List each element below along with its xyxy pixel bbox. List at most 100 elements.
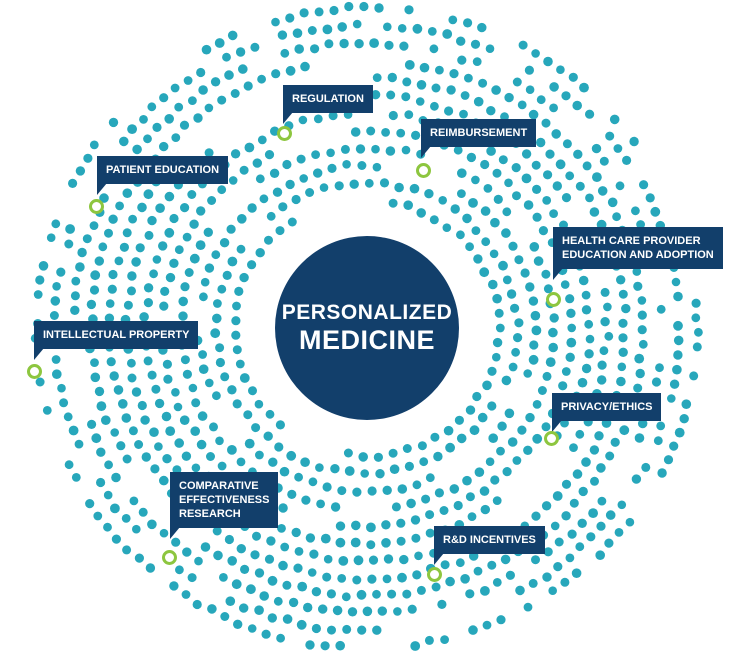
- dot: [590, 476, 599, 486]
- dot: [179, 415, 190, 426]
- dot: [193, 113, 203, 123]
- dot: [412, 480, 422, 490]
- dot: [357, 161, 367, 170]
- dot: [215, 436, 224, 446]
- dot: [108, 269, 118, 280]
- dot: [184, 268, 194, 277]
- dot: [479, 267, 490, 278]
- dot: [373, 452, 383, 462]
- dot: [565, 294, 575, 304]
- dot: [227, 556, 237, 566]
- dot: [159, 301, 169, 311]
- dot: [569, 443, 578, 452]
- dot: [565, 553, 575, 563]
- dot: [231, 579, 242, 590]
- dot: [528, 296, 539, 306]
- label-regulation-text: REGULATION: [292, 93, 364, 105]
- dot: [572, 469, 583, 479]
- dot: [265, 409, 275, 419]
- dot: [518, 40, 528, 50]
- dot: [259, 591, 270, 601]
- dot: [543, 284, 553, 294]
- dot: [217, 185, 227, 195]
- dot: [394, 182, 404, 193]
- dot: [487, 560, 497, 570]
- dot: [578, 275, 589, 286]
- dot: [477, 412, 488, 423]
- dot: [75, 262, 85, 272]
- dot: [410, 515, 421, 525]
- dot: [462, 475, 472, 486]
- dot: [605, 510, 616, 520]
- dot: [134, 553, 144, 563]
- dot: [128, 426, 138, 436]
- dot: [528, 578, 538, 588]
- dot: [468, 625, 478, 635]
- dot: [89, 285, 100, 295]
- dot: [307, 26, 317, 35]
- dot: [255, 450, 264, 460]
- dot: [609, 114, 620, 125]
- dot: [581, 457, 591, 467]
- dot: [267, 613, 277, 623]
- dot: [673, 335, 684, 346]
- dot: [285, 13, 295, 23]
- dot: [180, 282, 190, 292]
- dot: [52, 369, 62, 380]
- dot: [435, 65, 444, 75]
- dot: [181, 451, 192, 461]
- dot: [337, 486, 347, 496]
- dot: [222, 270, 232, 280]
- dot: [572, 100, 582, 111]
- dot: [416, 208, 427, 218]
- dot: [196, 439, 207, 450]
- dot: [597, 375, 607, 385]
- dot: [604, 538, 614, 548]
- dot: [541, 118, 551, 128]
- dot: [635, 368, 645, 379]
- dot: [402, 589, 412, 599]
- dot: [104, 460, 113, 470]
- dot: [113, 385, 124, 395]
- dot: [165, 272, 176, 283]
- dot: [496, 446, 505, 456]
- dot: [171, 388, 180, 397]
- dot: [399, 554, 409, 565]
- dot: [264, 554, 275, 564]
- label-rd-incentives: R&D INCENTIVES: [434, 526, 545, 554]
- dot: [210, 77, 221, 87]
- dot: [473, 254, 483, 264]
- dot: [600, 317, 610, 327]
- dot: [138, 507, 148, 517]
- dot: [134, 440, 144, 449]
- dot: [293, 563, 303, 573]
- dot: [511, 163, 521, 173]
- dot: [276, 633, 285, 643]
- dot: [504, 178, 513, 188]
- dot: [455, 558, 465, 568]
- dot: [437, 599, 447, 610]
- dot: [273, 596, 283, 606]
- dot: [349, 179, 359, 189]
- dot: [417, 441, 427, 451]
- dot: [403, 200, 414, 210]
- dot: [225, 596, 236, 606]
- intellectual-property-marker: [27, 364, 42, 379]
- dot: [107, 284, 117, 294]
- dot: [311, 587, 322, 597]
- label-privacy-ethics: PRIVACY/ETHICS: [552, 393, 662, 421]
- dot: [217, 461, 227, 471]
- dot: [329, 5, 339, 16]
- dot: [449, 484, 460, 494]
- dot: [482, 380, 492, 391]
- dot: [552, 491, 563, 501]
- dot: [122, 545, 132, 555]
- dot: [610, 437, 620, 447]
- dot: [529, 340, 539, 350]
- label-privacy-ethics-pointer: [552, 420, 562, 432]
- dot: [207, 196, 217, 205]
- dot: [480, 504, 490, 515]
- dot: [453, 145, 463, 155]
- dot: [122, 454, 132, 464]
- dot: [278, 202, 288, 212]
